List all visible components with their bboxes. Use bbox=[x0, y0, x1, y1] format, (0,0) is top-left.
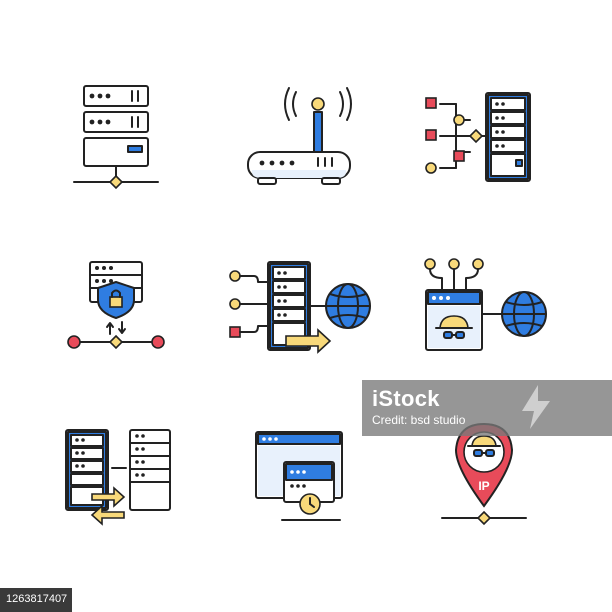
watermark-logo: iStock bbox=[372, 386, 440, 411]
watermark-credit: Credit: bsd studio bbox=[372, 413, 466, 427]
data-transfer-globe-icon bbox=[229, 261, 371, 354]
server-migration-icon bbox=[65, 429, 171, 526]
web-hosting-icon bbox=[255, 431, 343, 521]
secure-server-icon bbox=[67, 261, 165, 350]
ip-label: IP bbox=[478, 479, 489, 493]
image-id-text: 1263817407 bbox=[6, 593, 68, 605]
server-rack-icon bbox=[73, 85, 159, 190]
hidden-ip-location-icon: IP bbox=[441, 422, 527, 526]
watermark-banner: iStock Credit: bsd studio bbox=[362, 380, 612, 436]
lightning-bolt-icon bbox=[522, 385, 550, 429]
anonymous-proxy-icon bbox=[424, 258, 547, 351]
image-id-badge: 1263817407 bbox=[0, 588, 72, 612]
network-topology-icon bbox=[425, 92, 531, 182]
wifi-router-icon bbox=[247, 87, 352, 185]
